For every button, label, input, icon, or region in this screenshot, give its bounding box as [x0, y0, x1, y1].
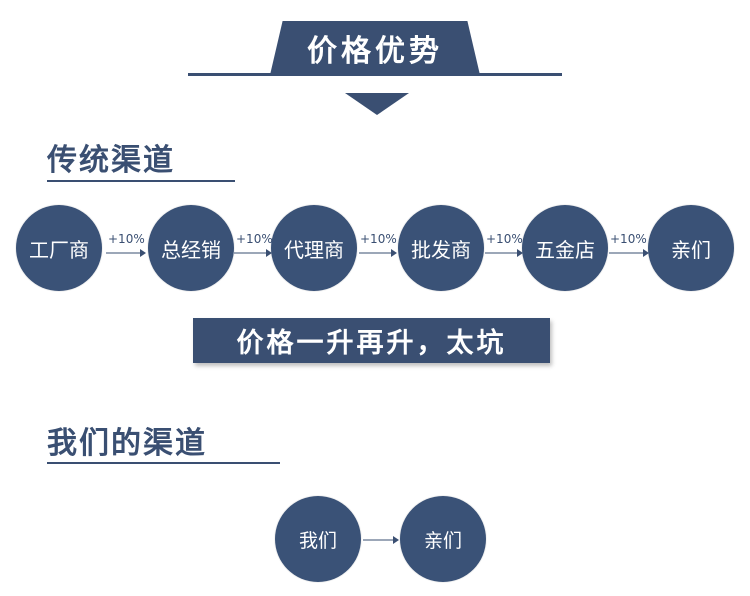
markup-label: +10% [236, 232, 273, 246]
down-arrow-icon [345, 93, 409, 115]
markup-label: +10% [108, 232, 145, 246]
our-channel-title: 我们的渠道 [47, 426, 207, 461]
node-hardware-store: 五金店 [522, 205, 608, 291]
node-manufacturer: 工厂商 [16, 205, 102, 291]
node-wholesaler: 批发商 [398, 205, 484, 291]
markup-label: +10% [360, 232, 397, 246]
node-us: 我们 [275, 496, 361, 582]
node-agent: 代理商 [271, 205, 357, 291]
markup-label: +10% [610, 232, 647, 246]
traditional-channel-underline [47, 180, 235, 182]
arrow-right-icon [359, 248, 397, 258]
arrow-right-icon [106, 248, 146, 258]
arrow-right-icon [234, 248, 272, 258]
our-channel-underline [47, 462, 280, 464]
markup-label: +10% [486, 232, 523, 246]
arrow-right-icon [609, 248, 649, 258]
node-general-distributor: 总经销 [148, 205, 234, 291]
node-customers-direct: 亲们 [400, 496, 486, 582]
arrow-right-icon [363, 535, 399, 545]
arrow-right-icon [485, 248, 523, 258]
traditional-channel-title: 传统渠道 [47, 143, 175, 178]
slogan-banner: 价格一升再升，太坑 [193, 318, 550, 363]
node-customers: 亲们 [648, 205, 734, 291]
header-title: 价格优势 [270, 21, 480, 75]
